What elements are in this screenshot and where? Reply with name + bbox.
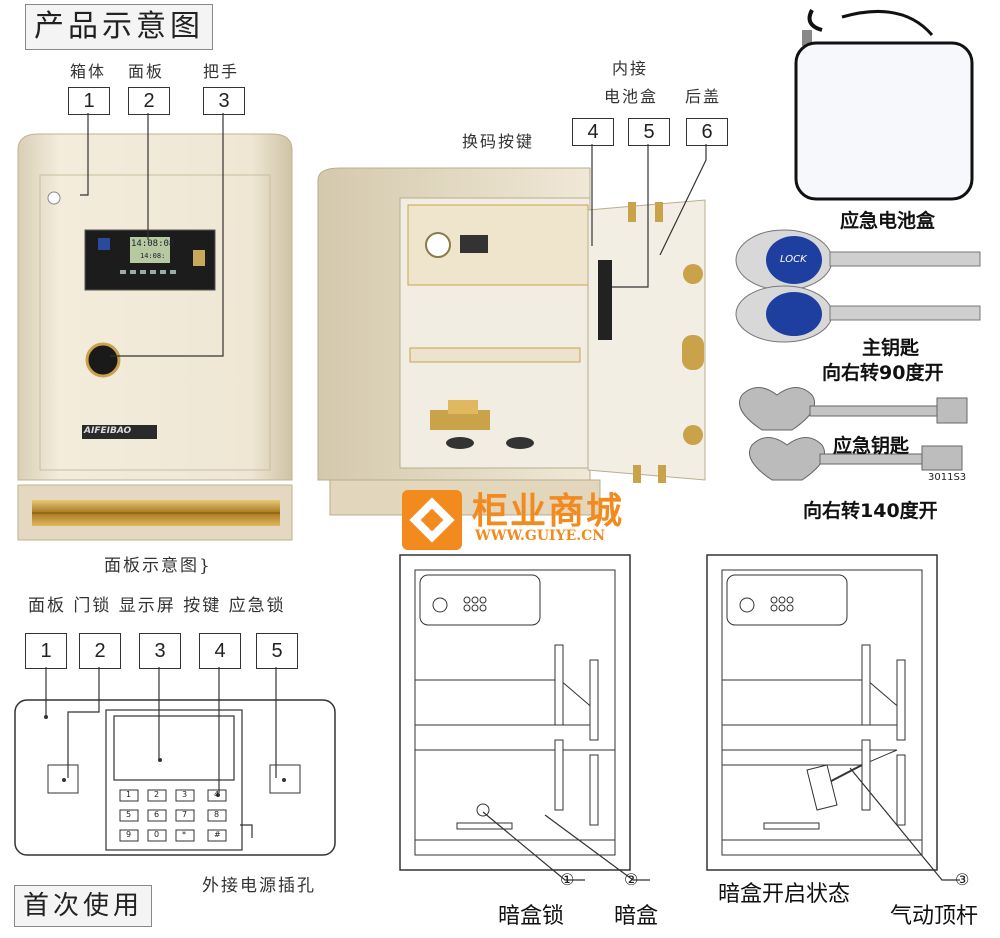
lcd-time: 14:08:08	[131, 239, 175, 249]
key-9: 9	[126, 830, 132, 839]
callout-4: 4	[572, 118, 614, 146]
emergency-key-turn: 向右转140度开	[803, 500, 938, 522]
key-4: 4	[214, 790, 220, 799]
callout-lines-top	[80, 113, 224, 357]
strut-mark: ③	[955, 870, 970, 889]
panel-callout-4: 4	[199, 633, 241, 669]
label-panel: 面板	[128, 62, 165, 81]
emergency-key-label: 应急钥匙	[833, 435, 910, 457]
hidden-box-mark: ②	[624, 870, 639, 889]
label-battery-box: 电池盒	[604, 87, 659, 106]
watermark-logo	[402, 490, 462, 550]
interior-diagram-open	[706, 554, 960, 881]
open-state-label: 暗盒开启状态	[718, 882, 851, 907]
hidden-lock-label: 暗盒锁	[498, 904, 565, 929]
key-0: 0	[154, 830, 160, 839]
key-1: 1	[126, 790, 132, 799]
callout-1: 1	[68, 87, 110, 115]
label-inner-connect: 内接	[612, 59, 649, 78]
key-7: 7	[182, 810, 188, 819]
emergency-keys-illustration	[739, 387, 968, 481]
brand-plate: AIFEIBAO	[84, 426, 132, 436]
hidden-lock-mark: ①	[560, 870, 575, 889]
panel-callout-3: 3	[139, 633, 181, 669]
panel-callout-2: 2	[79, 633, 121, 669]
watermark-url: WWW.GUIYE.CN	[475, 528, 606, 544]
main-key-turn: 向右转90度开	[822, 362, 944, 384]
key-2: 2	[154, 790, 160, 799]
key-hash: #	[214, 830, 221, 839]
label-box: 箱体	[70, 62, 107, 81]
callout-5: 5	[628, 118, 670, 146]
label-back-cover: 后盖	[685, 87, 722, 106]
interior-diagram-closed	[399, 554, 650, 881]
callout-lines-middle	[591, 144, 707, 288]
main-keys-illustration	[735, 229, 981, 343]
callout-2: 2	[128, 87, 170, 115]
main-key-label: 主钥匙	[862, 337, 920, 359]
lcd-sub: 14:08:	[140, 252, 166, 260]
battery-box-label: 应急电池盒	[840, 210, 936, 232]
panel-callout-5: 5	[256, 633, 298, 669]
key-logo: LOCK	[780, 254, 807, 265]
first-use-title: 首次使用	[14, 885, 153, 927]
key-6: 6	[154, 810, 160, 819]
key-8: 8	[214, 810, 220, 819]
key-5: 5	[126, 810, 132, 819]
callout-6: 6	[686, 118, 728, 146]
key-tag: 3011S3	[928, 472, 967, 483]
ext-power-label: 外接电源插孔	[202, 876, 316, 896]
label-code-button: 换码按键	[462, 132, 535, 151]
strut-label: 气动顶杆	[890, 904, 979, 929]
panel-diagram-title: 面板示意图}	[104, 556, 212, 576]
page-title: 产品示意图	[25, 4, 213, 50]
key-star: *	[182, 830, 186, 839]
battery-box-illustration	[794, 9, 974, 201]
callout-3: 3	[203, 87, 245, 115]
watermark-text: 柜业商城	[472, 491, 625, 532]
label-handle: 把手	[203, 62, 240, 81]
panel-diagram	[14, 667, 336, 856]
hidden-box-label: 暗盒	[614, 904, 659, 929]
safe-open-illustration	[317, 167, 706, 516]
panel-diagram-labels: 面板 门锁 显示屏 按键 应急锁	[28, 596, 286, 616]
key-3: 3	[182, 790, 188, 799]
